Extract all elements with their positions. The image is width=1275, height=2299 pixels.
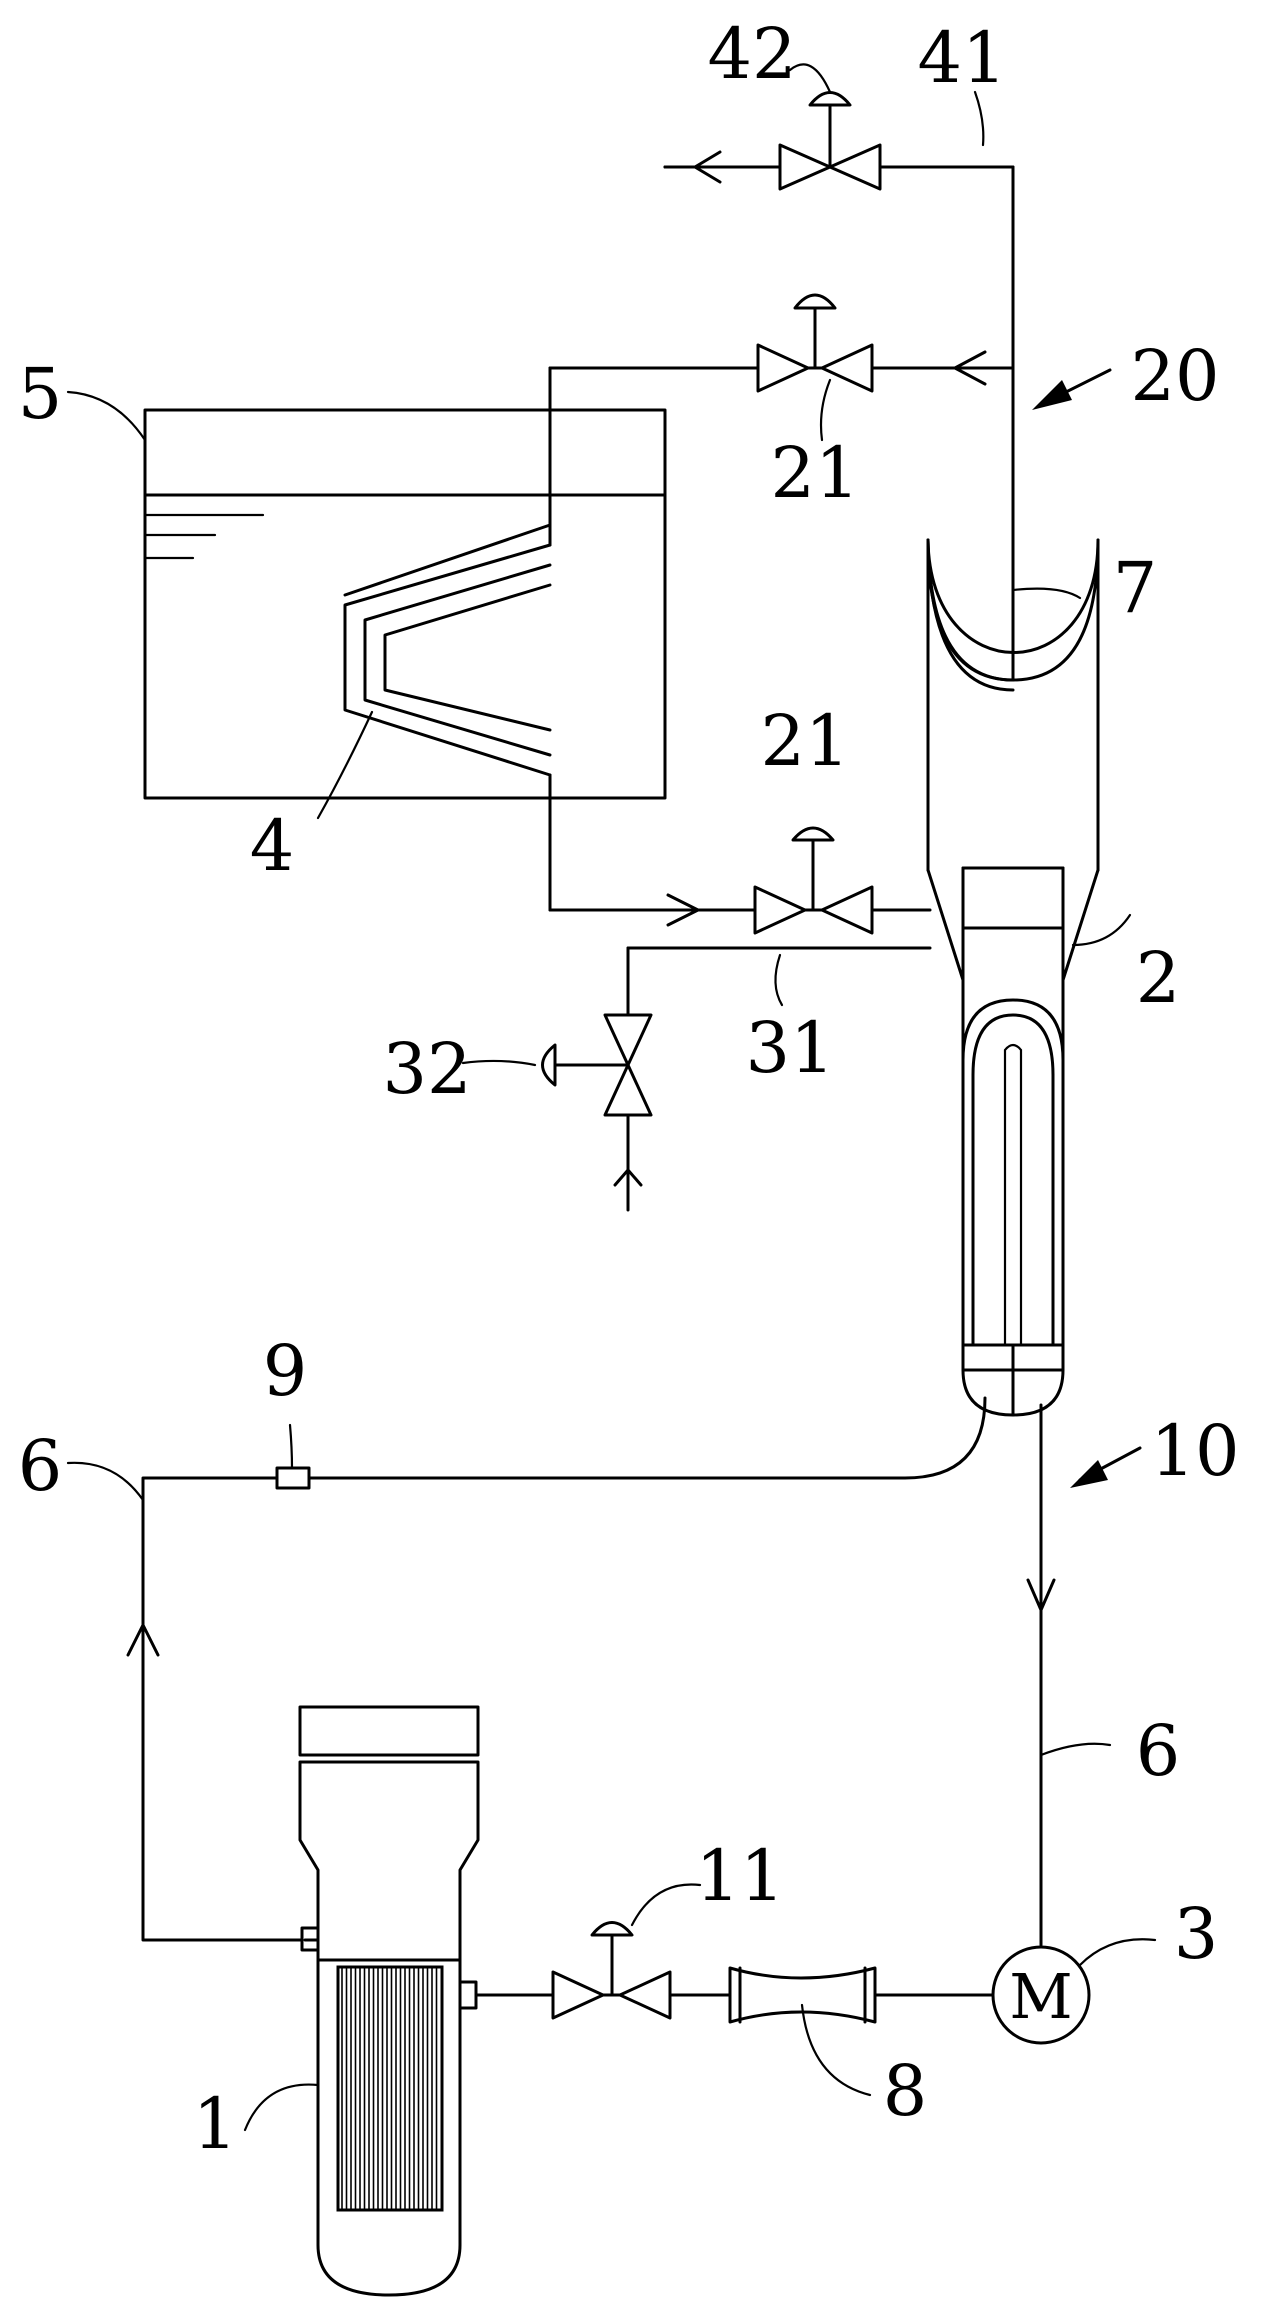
- label-9: 9: [263, 1330, 308, 1412]
- label-2: 2: [1136, 937, 1181, 1019]
- valve-21-top[interactable]: [756, 293, 874, 393]
- water-tank-5: [143, 408, 667, 800]
- leader-6-left: [66, 1461, 145, 1502]
- label-10: 10: [1150, 1410, 1239, 1492]
- flow-arrow-left-icon: [953, 350, 987, 386]
- leader-41: [973, 90, 985, 147]
- core-outline: [336, 1965, 444, 2212]
- label-6-right: 6: [1136, 1710, 1181, 1792]
- sensor-9: [275, 1466, 311, 1490]
- label-7: 7: [1113, 547, 1158, 629]
- pointer-arrow-icon: [1070, 1460, 1108, 1488]
- pump-motor-3[interactable]: M: [991, 1945, 1091, 2045]
- reactor-1: [298, 1705, 480, 2297]
- dome-actuator-icon: [541, 1043, 557, 1087]
- leader-42: [788, 63, 832, 94]
- leader-1: [243, 2083, 320, 2132]
- valve-left-triangle-icon: [551, 1970, 605, 2020]
- dome-actuator-icon: [791, 826, 835, 842]
- leader-2: [1071, 913, 1132, 947]
- leader-7: [1011, 587, 1082, 600]
- leader-21-top: [819, 378, 832, 442]
- dome-actuator-icon: [590, 1921, 634, 1937]
- pointer-arrow-20: [1032, 368, 1112, 410]
- label-31: 31: [745, 1007, 834, 1089]
- reactor-core: [336, 1965, 444, 2212]
- leader-4: [316, 710, 374, 820]
- valve-left-triangle-icon: [756, 343, 810, 393]
- label-6-left: 6: [18, 1425, 63, 1507]
- flow-arrow-up-icon: [613, 1168, 643, 1187]
- label-4: 4: [250, 805, 295, 887]
- flow-arrow-right-icon: [666, 893, 700, 927]
- flow-arrow-left-icon: [693, 150, 722, 184]
- leader-8: [800, 2003, 872, 2097]
- dome-actuator-icon: [808, 91, 852, 107]
- label-32: 32: [382, 1028, 471, 1110]
- steam-generator-2: [926, 538, 1100, 1417]
- label-1: 1: [193, 2083, 238, 2165]
- label-20: 20: [1130, 335, 1219, 417]
- leader-9: [288, 1423, 294, 1470]
- pointer-arrow-icon: [1032, 380, 1072, 410]
- label-42: 42: [707, 13, 796, 95]
- pipe-31: [626, 946, 932, 1017]
- label-21-top: 21: [770, 432, 859, 514]
- valve-42[interactable]: [778, 91, 882, 191]
- heat-exchanger-4: [343, 523, 552, 912]
- leader-3: [1078, 1938, 1157, 1967]
- valve-11[interactable]: [551, 1921, 672, 2020]
- valve-right-triangle-icon: [820, 885, 874, 935]
- valve-left-triangle-icon: [753, 885, 807, 935]
- label-3: 3: [1174, 1893, 1219, 1975]
- label-5: 5: [18, 353, 63, 435]
- valve-32[interactable]: [541, 1013, 653, 1212]
- valve-bottom-triangle-icon: [603, 1063, 653, 1117]
- leader-31: [774, 953, 784, 1007]
- valve-top-triangle-icon: [603, 1013, 653, 1067]
- leader-6-right: [1039, 1742, 1112, 1757]
- flow-arrow-down-icon: [1026, 1578, 1056, 1612]
- valve-21-mid[interactable]: [753, 826, 874, 935]
- label-41: 41: [917, 17, 1006, 99]
- label-11: 11: [695, 1835, 784, 1917]
- pointer-arrow-10: [1070, 1446, 1142, 1488]
- valve-right-triangle-icon: [828, 143, 882, 191]
- heater-8: [728, 1966, 877, 2024]
- valve-left-triangle-icon: [778, 143, 832, 191]
- main-pipe-6-right: [1026, 1403, 1056, 1947]
- flow-arrow-up-icon: [126, 1623, 160, 1657]
- leader-32: [461, 1059, 537, 1067]
- label-8: 8: [883, 2050, 928, 2132]
- label-21-mid: 21: [760, 700, 849, 782]
- dome-actuator-icon: [793, 293, 837, 310]
- outlet-arrow-line: [663, 150, 782, 184]
- valve-right-triangle-icon: [820, 343, 874, 393]
- motor-symbol: M: [1009, 1960, 1072, 2033]
- valve-right-triangle-icon: [618, 1970, 672, 2020]
- leader-11: [630, 1883, 702, 1927]
- leader-5: [66, 390, 147, 442]
- main-pipe-6-left: [126, 1396, 987, 1942]
